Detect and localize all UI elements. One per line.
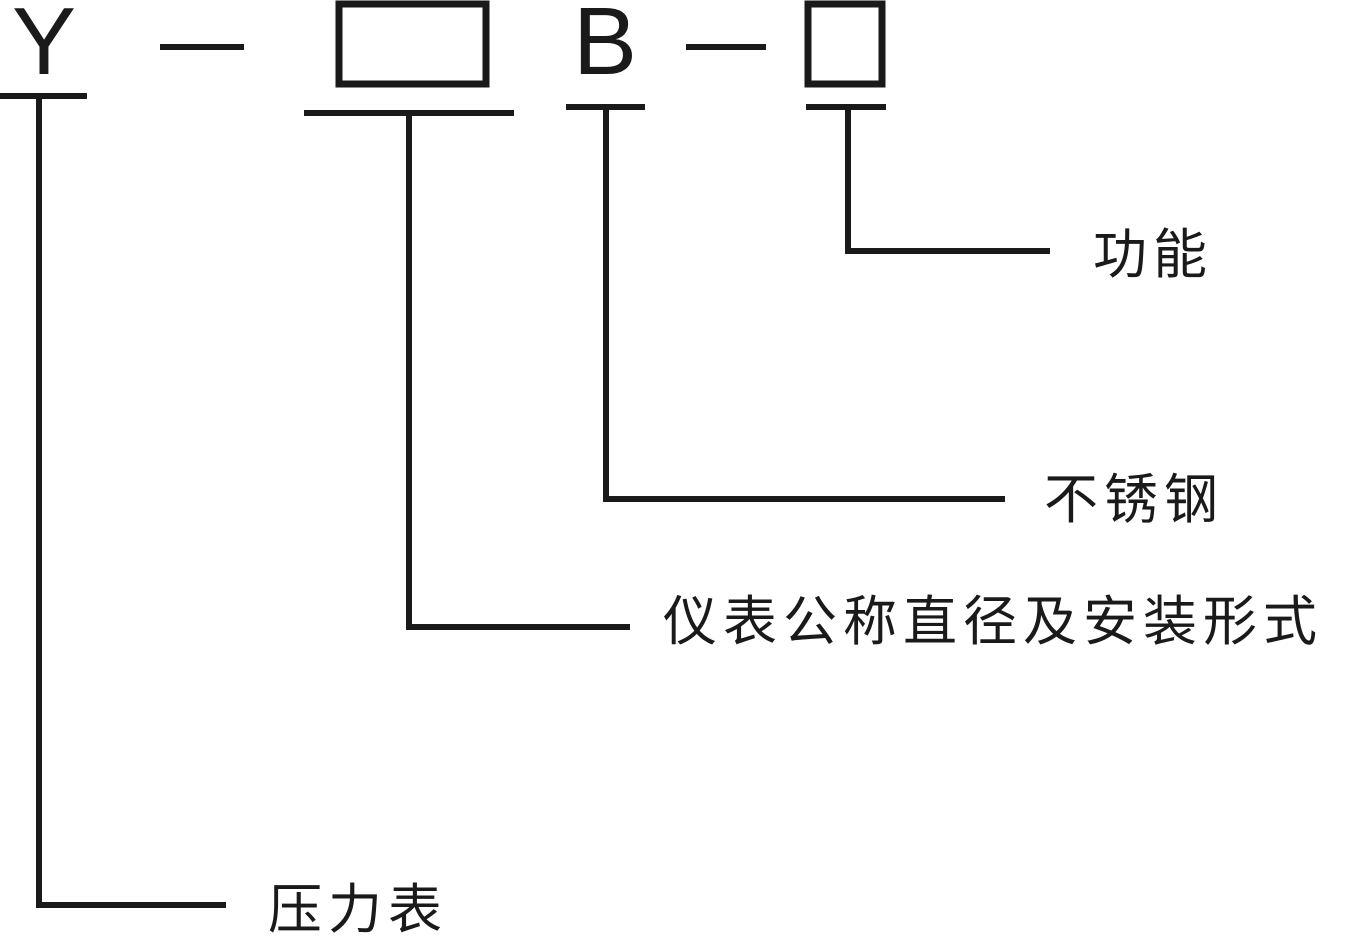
leader-diameter-mounting	[406, 113, 630, 630]
code-placeholder-box-1	[335, 0, 490, 88]
label-stainless-steel: 不锈钢	[1044, 468, 1224, 531]
label-diameter-mounting: 仪表公称直径及安装形式	[663, 590, 1323, 653]
leader-function	[845, 107, 1050, 254]
label-pressure-gauge: 压力表	[268, 878, 448, 937]
code-letter-b: B	[573, 0, 637, 95]
code-placeholder-box-2	[804, 0, 886, 88]
leader-stainless-steel	[603, 107, 1005, 502]
label-function: 功能	[1093, 223, 1213, 286]
code-letter-y: Y	[12, 0, 76, 95]
leader-pressure-gauge	[36, 96, 226, 908]
